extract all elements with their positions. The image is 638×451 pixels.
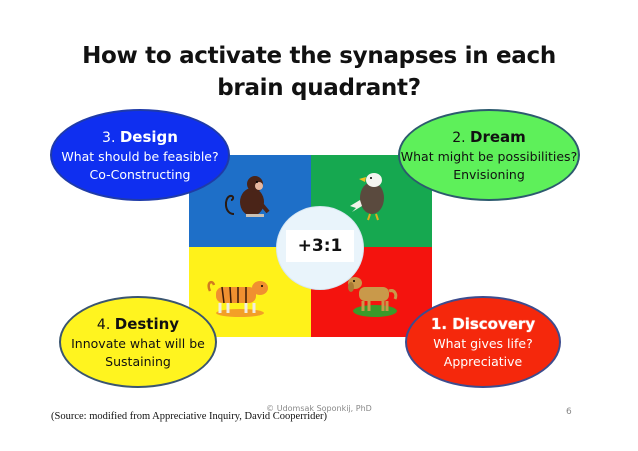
phase-discovery-heading: 1. Discovery [431, 314, 535, 335]
phase-dream-question: What might be possibilities? [400, 148, 578, 164]
phase-dream-ellipse: 2. Dream What might be possibilities? En… [398, 109, 580, 201]
slide-title: How to activate the synapses in each bra… [0, 40, 638, 104]
phase-discovery-ellipse: 1. Discovery What gives life? Appreciati… [405, 296, 561, 388]
source-citation: (Source: modified from Appreciative Inqu… [51, 411, 328, 422]
phase-dream-name: Dream [470, 127, 526, 146]
phase-discovery-dot: . [441, 314, 453, 333]
phase-design-action: Co-Constructing [89, 166, 191, 182]
page-number: 6 [566, 407, 572, 417]
phase-destiny-ellipse: 4. Destiny Innovate what will be Sustain… [59, 296, 217, 388]
dog-icon [348, 277, 398, 317]
phase-design-name: Design [119, 127, 178, 146]
phase-destiny-dot: . [105, 316, 115, 333]
phase-dream-heading: 2. Dream [452, 127, 526, 148]
phase-destiny-number: 4 [96, 316, 106, 333]
phase-destiny-action: Sustaining [105, 353, 171, 369]
tiger-icon [207, 280, 268, 317]
phase-discovery-name: Discovery [452, 314, 536, 333]
phase-dream-action: Envisioning [453, 166, 525, 182]
phase-destiny-heading: 4. Destiny [97, 314, 179, 335]
phase-design-ellipse: 3. Design What should be feasible? Co-Co… [50, 109, 230, 201]
phase-design-dot: . [110, 129, 120, 146]
phase-dream-number: 2 [452, 129, 462, 146]
phase-discovery-question: What gives life? [433, 335, 533, 351]
phase-dream-dot: . [461, 129, 471, 146]
title-line-1: How to activate the synapses in each [82, 43, 556, 69]
phase-discovery-action: Appreciative [443, 353, 523, 369]
copyright-footer: © Udomsak Soponkij, PhD [266, 404, 372, 413]
phase-destiny-question: Innovate what will be [71, 335, 205, 351]
phase-design-heading: 3. Design [102, 127, 178, 148]
title-line-2: brain quadrant? [217, 75, 421, 101]
phase-discovery-number: 1 [430, 314, 442, 333]
phase-destiny-name: Destiny [114, 314, 180, 333]
eagle-icon [350, 173, 384, 221]
phase-design-number: 3 [102, 129, 111, 146]
center-ratio-label: +3:1 [286, 230, 354, 262]
monkey-icon [224, 176, 270, 217]
phase-design-question: What should be feasible? [61, 148, 219, 164]
